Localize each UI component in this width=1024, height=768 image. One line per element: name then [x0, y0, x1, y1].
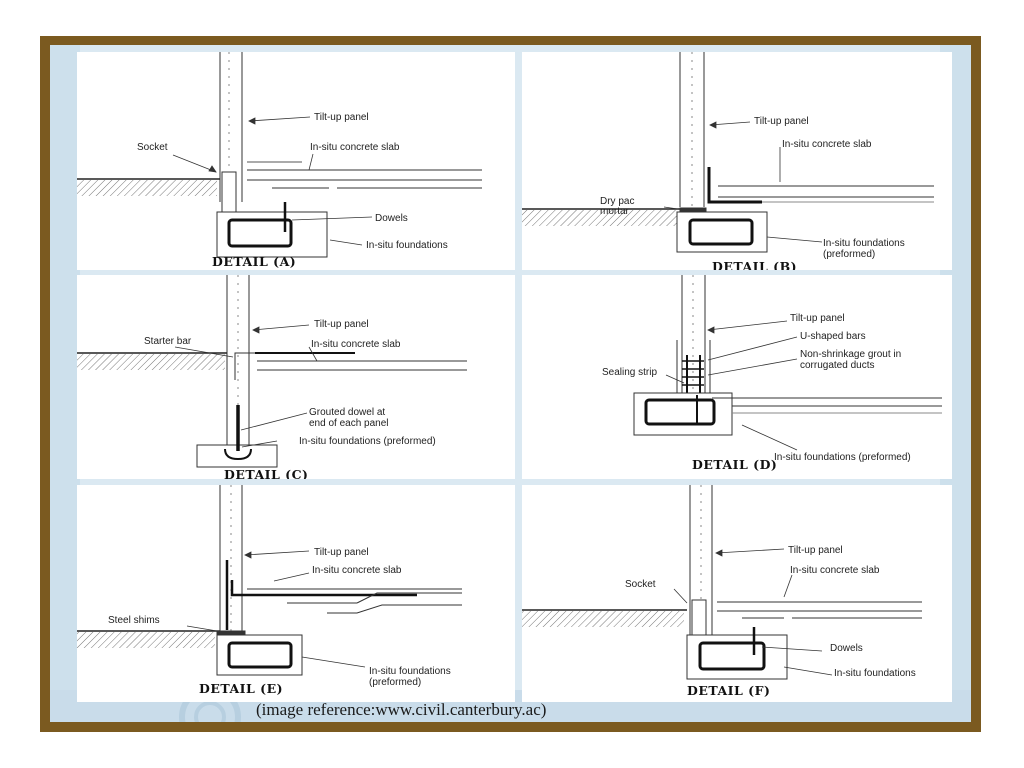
detail-b-title: DETAIL (B) — [712, 259, 797, 270]
detail-f-dowels-label: Dowels — [830, 643, 863, 654]
detail-b-foundation-label-2: (preformed) — [823, 249, 875, 260]
detail-b-slab-label: In-situ concrete slab — [782, 139, 872, 150]
detail-f-foundation-label: In-situ foundations — [834, 668, 916, 679]
detail-d-grout-label-1: Non-shrinkage grout in — [800, 349, 901, 360]
detail-a-dowels-label: Dowels — [375, 213, 408, 224]
detail-d-grout-label-2: corrugated ducts — [800, 360, 875, 371]
detail-b-foundation-label-1: In-situ foundations — [823, 238, 905, 249]
detail-d-drawing: Tilt-up panel U-shaped bars Non-shrinkag… — [602, 275, 942, 472]
detail-b-drawing: Tilt-up panel In-situ concrete slab Dry … — [522, 52, 934, 270]
detail-e-title: DETAIL (E) — [199, 681, 283, 696]
detail-a-panel-label: Tilt-up panel — [314, 112, 369, 123]
detail-f-drawing: Tilt-up panel In-situ concrete slab Sock… — [522, 485, 922, 698]
detail-c-panel: Tilt-up panel In-situ concrete slab Star… — [77, 275, 515, 479]
detail-c-grouted-label-2: end of each panel — [309, 418, 389, 429]
detail-e-panel: Tilt-up panel In-situ concrete slab Stee… — [77, 485, 515, 702]
detail-e-drawing: Tilt-up panel In-situ concrete slab Stee… — [77, 485, 462, 696]
detail-f-panel-label: Tilt-up panel — [788, 545, 843, 556]
detail-b-panel: Tilt-up panel In-situ concrete slab Dry … — [522, 52, 952, 270]
detail-f-socket-label: Socket — [625, 579, 656, 590]
image-reference-caption: (image reference:www.civil.canterbury.ac… — [256, 700, 547, 719]
detail-c-slab-label: In-situ concrete slab — [311, 339, 401, 350]
detail-d-foundation-label: In-situ foundations (preformed) — [774, 452, 911, 463]
detail-d-ubars-label: U-shaped bars — [800, 331, 866, 342]
detail-f-panel: Tilt-up panel In-situ concrete slab Sock… — [522, 485, 952, 702]
detail-a-foundation-label: In-situ foundations — [366, 240, 448, 251]
detail-a-drawing: Tilt-up panel In-situ concrete slab Sock… — [77, 52, 482, 269]
detail-a-panel: Tilt-up panel In-situ concrete slab Sock… — [77, 52, 515, 270]
detail-d-sealing-label: Sealing strip — [602, 367, 657, 378]
detail-a-slab-label: In-situ concrete slab — [310, 142, 400, 153]
detail-d-panel: Tilt-up panel U-shaped bars Non-shrinkag… — [522, 275, 952, 479]
detail-e-foundation-label-2: (preformed) — [369, 677, 421, 688]
detail-c-drawing: Tilt-up panel In-situ concrete slab Star… — [77, 275, 467, 479]
detail-c-grouted-label-1: Grouted dowel at — [309, 407, 385, 418]
detail-a-title: DETAIL (A) — [212, 254, 296, 269]
detail-b-mortar-label-1: Dry pac — [600, 196, 634, 207]
detail-f-title: DETAIL (F) — [687, 683, 770, 698]
detail-e-slab-label: In-situ concrete slab — [312, 565, 402, 576]
detail-c-starter-label: Starter bar — [144, 336, 192, 347]
detail-c-panel-label: Tilt-up panel — [314, 319, 369, 330]
detail-c-foundation-label: In-situ foundations (preformed) — [299, 436, 436, 447]
detail-e-foundation-label-1: In-situ foundations — [369, 666, 451, 677]
detail-e-shims-label: Steel shims — [108, 615, 160, 626]
slide-frame: Tilt-up panel In-situ concrete slab Sock… — [40, 36, 981, 732]
detail-d-title: DETAIL (D) — [692, 457, 777, 472]
slide-background: Tilt-up panel In-situ concrete slab Sock… — [50, 45, 971, 722]
detail-e-panel-label: Tilt-up panel — [314, 547, 369, 558]
detail-c-title: DETAIL (C) — [224, 467, 308, 479]
detail-b-panel-label: Tilt-up panel — [754, 116, 809, 127]
detail-d-panel-label: Tilt-up panel — [790, 313, 845, 324]
detail-b-mortar-label-2: mortar — [600, 206, 630, 217]
detail-a-socket-label: Socket — [137, 142, 168, 153]
detail-f-slab-label: In-situ concrete slab — [790, 565, 880, 576]
